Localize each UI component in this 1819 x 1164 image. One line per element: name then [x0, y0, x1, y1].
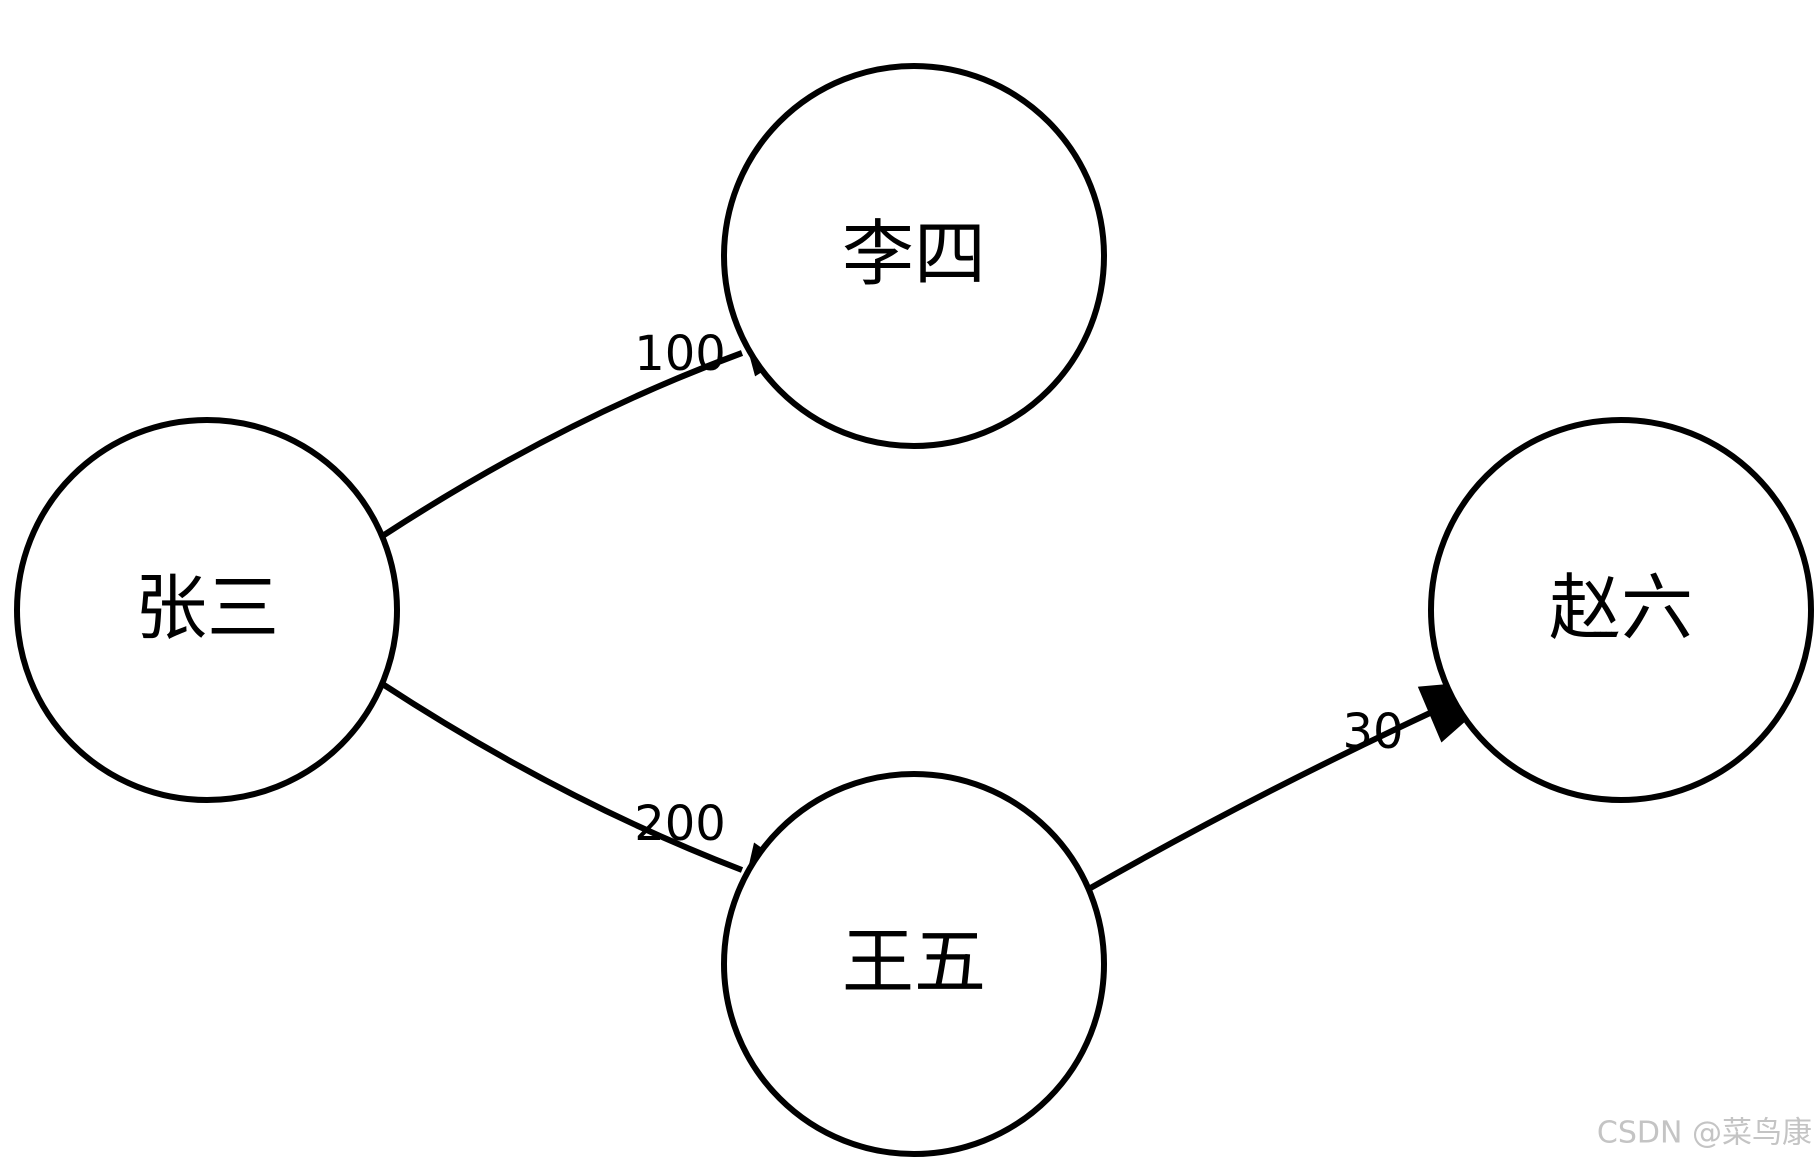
edge-line-wangwu-zhaoliu: [1085, 710, 1432, 893]
edge-label-wangwu-zhaoliu: 30: [1342, 704, 1403, 760]
node-zhaoliu[interactable]: 赵六: [1428, 417, 1814, 803]
node-zhangsan[interactable]: 张三: [14, 417, 400, 803]
node-label-zhangsan: 张三: [135, 566, 279, 650]
edge-wangwu-zhaoliu: 30: [1085, 678, 1515, 893]
node-label-wangwu: 王五: [842, 920, 986, 1004]
watermark-text: CSDN @菜鸟康: [1597, 1116, 1812, 1151]
edge-line-zhangsan-lisi: [379, 350, 744, 540]
node-label-zhaoliu: 赵六: [1549, 566, 1693, 650]
node-circle-zhangsan: [14, 417, 400, 803]
node-wangwu[interactable]: 王五: [721, 771, 1107, 1157]
node-lisi[interactable]: 李四: [721, 63, 1107, 449]
node-circle-zhaoliu: [1428, 417, 1814, 803]
edge-label-zhangsan-wangwu: 200: [634, 796, 726, 852]
node-circle-wangwu: [721, 771, 1107, 1157]
node-label-lisi: 李四: [842, 212, 986, 296]
edge-label-zhangsan-lisi: 100: [634, 326, 726, 382]
edge-line-zhangsan-wangwu: [379, 680, 744, 873]
node-circle-lisi: [721, 63, 1107, 449]
